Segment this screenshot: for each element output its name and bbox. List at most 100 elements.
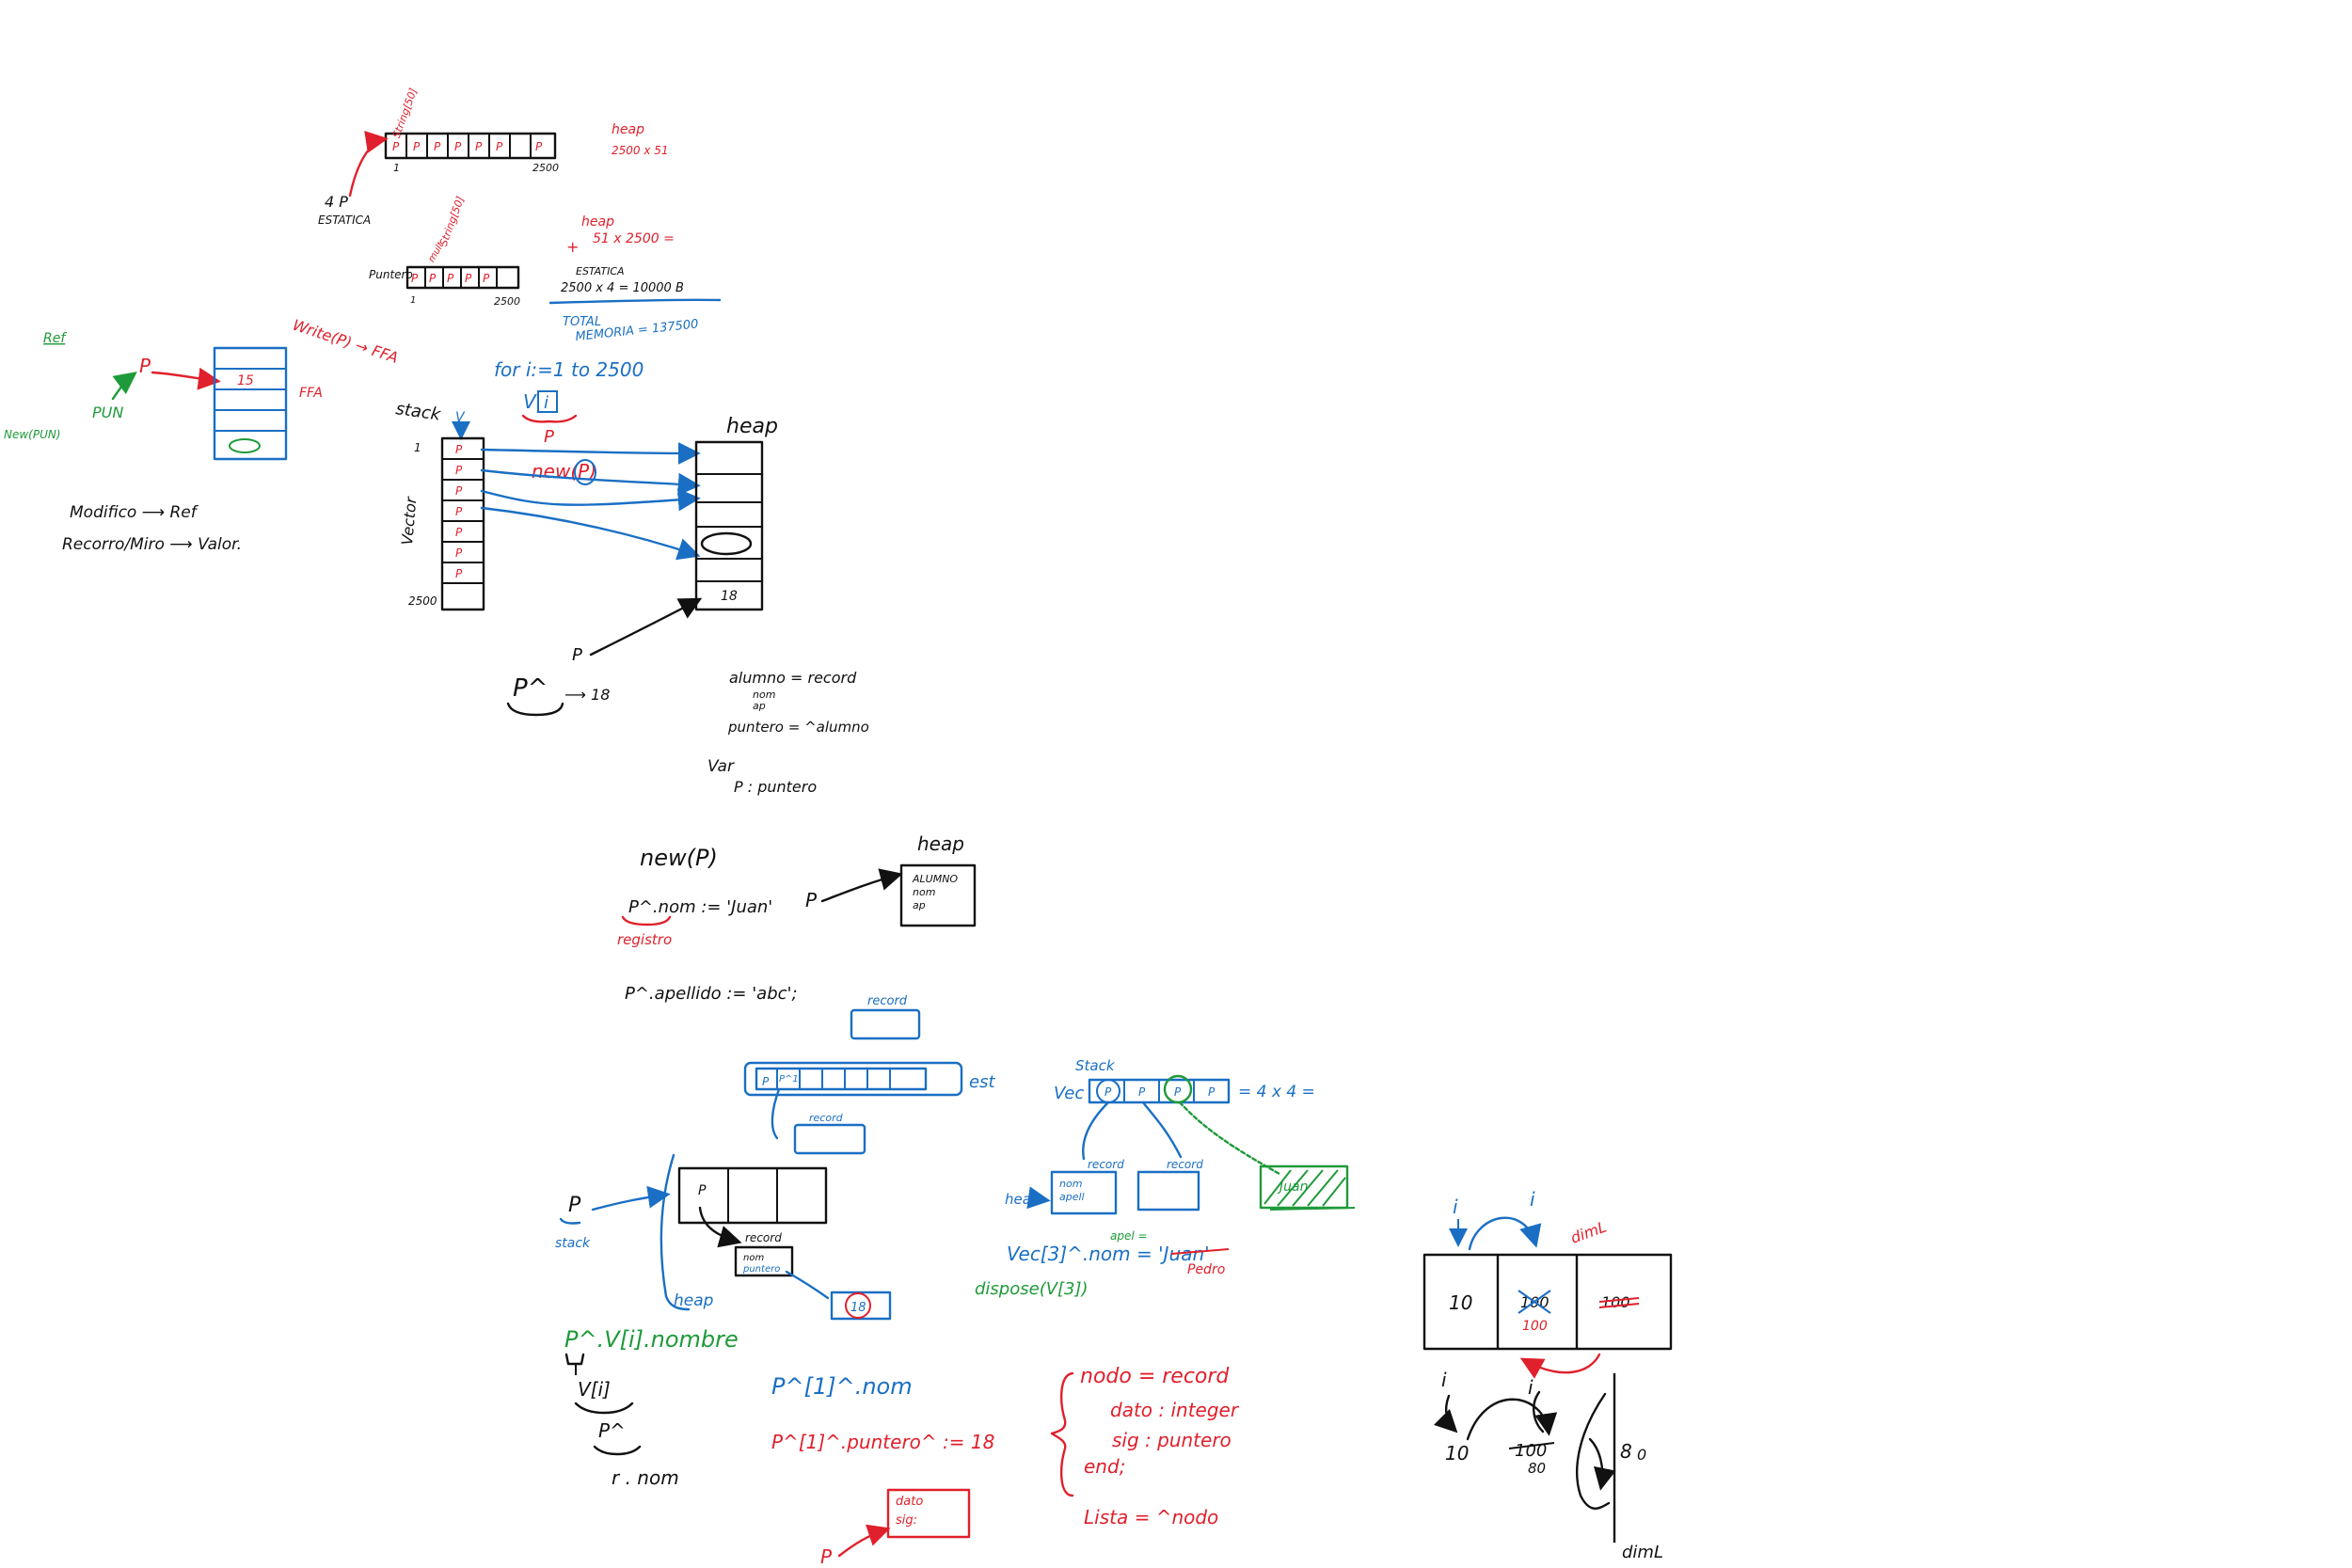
p-label: P	[139, 355, 151, 377]
stack-cell-p: P	[455, 484, 463, 498]
sig-field: sig : puntero	[1112, 1429, 1232, 1451]
array-cell-p: P	[496, 140, 503, 153]
index-start: 1	[393, 162, 400, 174]
p-v-nombre: P^.V[i].nombre	[564, 1326, 739, 1353]
alumno-code-section: alumno = record nom ap puntero = ^alumno…	[707, 669, 869, 796]
string-type-label: String[50]	[390, 87, 420, 140]
v-i-label: V[i]	[578, 1378, 611, 1401]
field-nom: nom	[743, 1253, 764, 1263]
cell-p: P	[698, 1183, 707, 1198]
stack-label: stack	[555, 1236, 591, 1251]
value-15: 15	[237, 373, 254, 388]
nodo-record: nodo = record	[1080, 1365, 1230, 1388]
value-18: 18	[721, 589, 738, 604]
box-sig: sig:	[896, 1513, 917, 1528]
vec-section: Stack Vec P P P P = 4 x 4 = record recor…	[975, 1057, 1356, 1299]
dispose-call: dispose(V[3])	[975, 1279, 1089, 1299]
end-keyword: end;	[1084, 1455, 1125, 1478]
plus-sign: +	[566, 238, 579, 256]
stack-cell-p: P	[455, 546, 463, 560]
heap-label: heap	[674, 1291, 714, 1310]
four-p-label: 4 P	[325, 193, 348, 211]
field-nom: nom	[753, 689, 775, 701]
heap-label: heap	[917, 832, 964, 855]
stack-cell-p: P	[455, 443, 463, 456]
p-label: P	[820, 1545, 833, 1568]
stack-heap-section: for i:=1 to 2500 V i P stack V 1 P P P P…	[394, 358, 778, 717]
array-cell-p: P	[411, 272, 419, 285]
estatica-calc: 2500 x 4 = 10000 B	[561, 281, 684, 295]
record-est-section: record P P^1 est record	[743, 994, 995, 1155]
vec-cell-p: P	[1138, 1085, 1146, 1099]
box-alumno: ALUMNO	[912, 873, 958, 885]
record-label-2: record	[1167, 1158, 1203, 1171]
p-hat-label: P^	[598, 1419, 626, 1442]
vec-size: = 4 x 4 =	[1238, 1083, 1315, 1101]
est-label: est	[969, 1072, 995, 1092]
puntero-type: puntero = ^alumno	[727, 719, 869, 736]
array-cell-p: P	[434, 140, 441, 153]
array-cell-p: P	[413, 140, 421, 153]
array-cell-p: P	[429, 272, 437, 285]
cell-100-last: 100	[1601, 1293, 1630, 1311]
write-label: Write(P) → FFA	[291, 316, 401, 367]
est-cell-p: P	[762, 1075, 770, 1088]
diml-label: dimL	[1568, 1218, 1609, 1247]
row-80: 80	[1528, 1460, 1546, 1477]
vec-label: Vec	[1054, 1084, 1084, 1103]
est-cell-p1: P^1	[779, 1074, 799, 1085]
ref-section: Ref P PUN New(PUN) Write(P) → FFA 15 FFA…	[4, 316, 401, 554]
p1-nom: P^[1]^.nom	[771, 1373, 913, 1400]
vec-cell-p: P	[1104, 1085, 1112, 1099]
p-label: P	[805, 889, 818, 911]
apel-label: apel =	[1110, 1229, 1148, 1243]
ref-label: Ref	[43, 331, 67, 346]
estatica-label-2: ESTATICA	[576, 265, 625, 277]
p-label: P	[568, 1194, 581, 1217]
box-nom: nom	[1059, 1178, 1082, 1190]
stack-cell-p: P	[455, 567, 463, 580]
index-1: 1	[414, 441, 421, 454]
p1-puntero-assign: P^[1]^.puntero^ := 18	[771, 1431, 994, 1453]
for-loop-label: for i:=1 to 2500	[494, 358, 644, 381]
estatica-label: ESTATICA	[318, 214, 371, 227]
heap-label: heap	[612, 122, 644, 137]
vector-label: Vector	[398, 495, 421, 546]
array-cell-p: P	[483, 272, 490, 285]
record-bottom-label: record	[809, 1112, 844, 1124]
index-end: 2500	[532, 162, 559, 174]
lista-type: Lista = ^nodo	[1084, 1506, 1218, 1528]
recorro-valor: Recorro/Miro ⟶ Valor.	[62, 535, 242, 554]
value-18: 18	[850, 1301, 866, 1315]
row-10: 10	[1445, 1442, 1469, 1465]
heap-label-2: heap	[581, 214, 614, 230]
pointer-record-section: P stack P record nom puntero 18 heap P^.…	[555, 1153, 892, 1489]
record-label: record	[745, 1231, 782, 1244]
stack-label: Stack	[1075, 1057, 1116, 1074]
v-mark: V	[455, 410, 466, 425]
stack-label: stack	[394, 399, 443, 425]
pedro-label: Pedro	[1187, 1262, 1225, 1277]
index-i-3: i	[1441, 1369, 1447, 1391]
alumno-record: alumno = record	[729, 669, 857, 687]
r-nom-label: r . nom	[612, 1466, 679, 1489]
p-deref-label: P^	[513, 674, 548, 703]
heap-calc: 2500 x 51	[612, 144, 669, 157]
v-label: V	[523, 390, 537, 413]
stack-cell-p: P	[455, 464, 463, 477]
array-cell-p: P	[392, 140, 400, 153]
array-cell-p: P	[447, 272, 454, 285]
new-section: new(P) P^.nom := 'Juan' registro P heap …	[617, 832, 977, 1004]
new-pun-label: New(PUN)	[4, 428, 61, 441]
row-8: 8	[1620, 1440, 1632, 1463]
stack-cell-p: P	[455, 505, 463, 518]
cell-100-new: 100	[1522, 1319, 1548, 1334]
p-nom-assign: P^.nom := 'Juan'	[628, 897, 772, 917]
box-ap: ap	[913, 899, 926, 911]
array-cell-p: P	[535, 140, 543, 153]
top-array-section: P P P P P P P String[50] 1 2500 4 P ESTA…	[318, 87, 722, 344]
index-end: 2500	[494, 295, 520, 308]
field-puntero: puntero	[742, 1264, 780, 1275]
p-pointer-label: P	[572, 645, 582, 665]
